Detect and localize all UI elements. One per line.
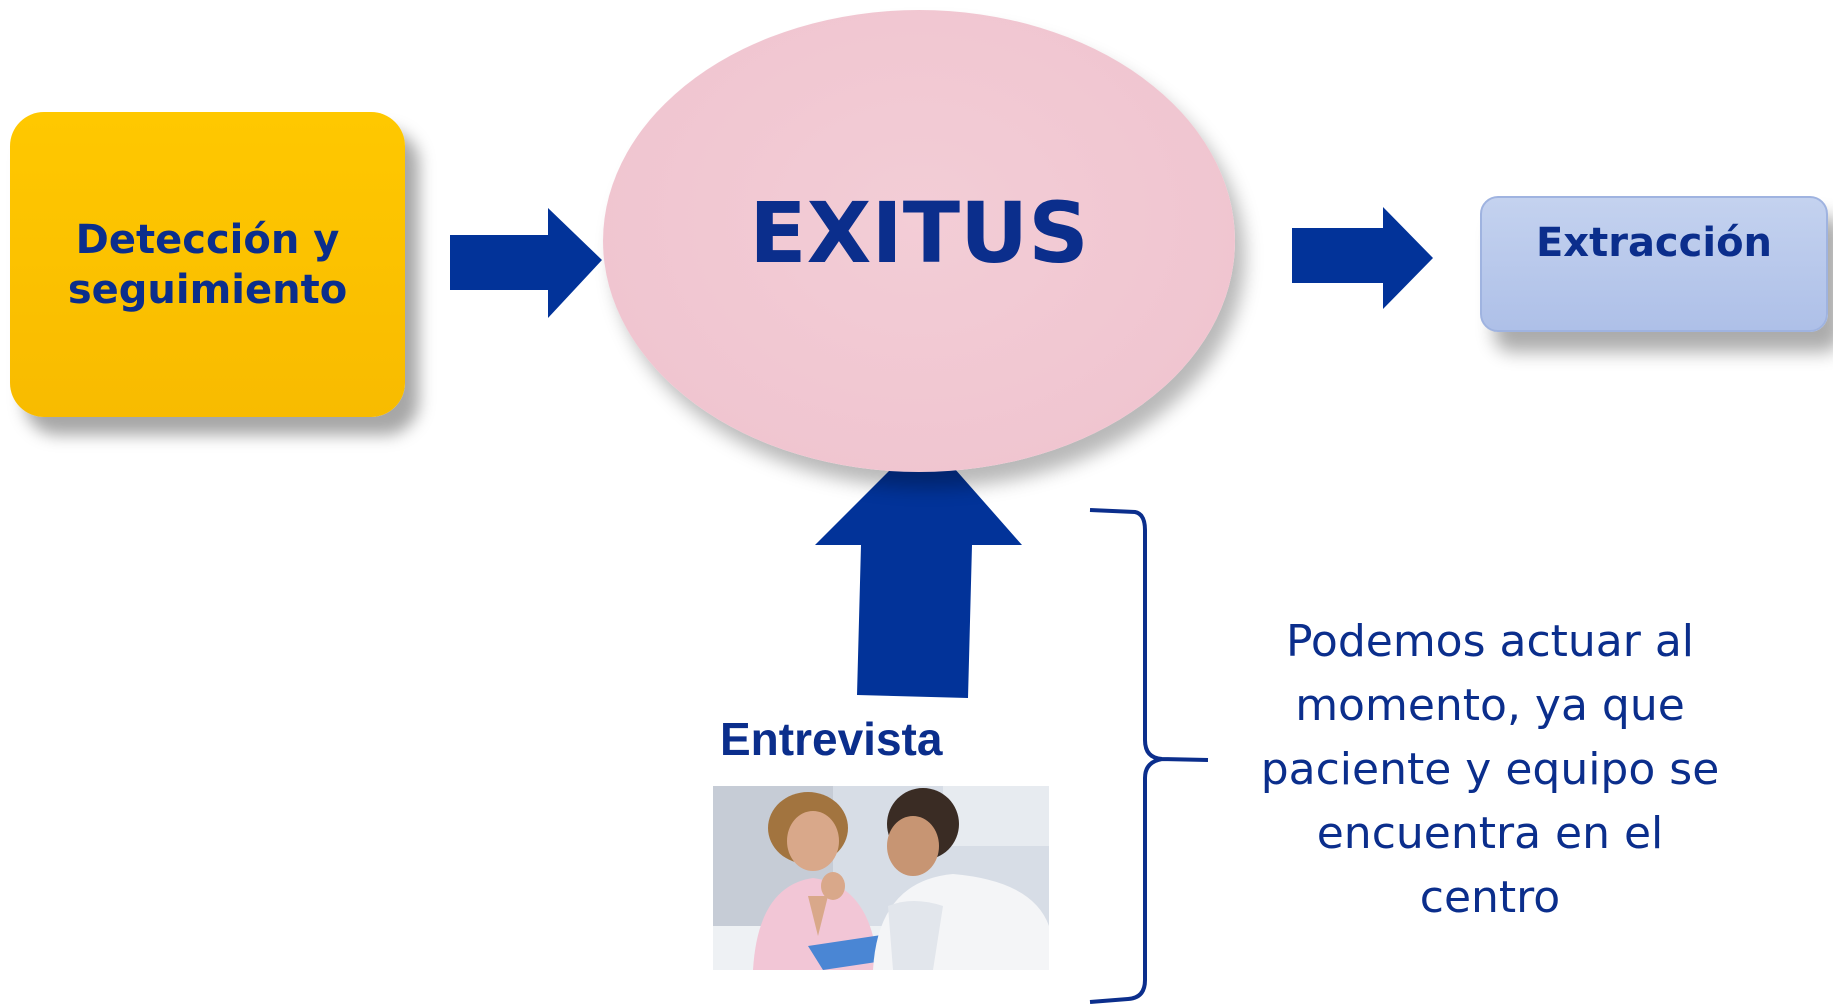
entrevista-label: Entrevista (720, 713, 943, 765)
doctor-patient-interview-photo (713, 786, 1049, 970)
node-deteccion-label: Detección y seguimiento (67, 216, 348, 313)
node-extraccion-label: Extracción (1535, 220, 1773, 266)
arrow-deteccion-to-exitus (450, 208, 602, 318)
node-extraccion: Extracción (1480, 196, 1828, 332)
brace (1089, 508, 1209, 1004)
node-exitus: EXITUS (603, 10, 1235, 472)
node-deteccion-seguimiento: Detección y seguimiento (10, 112, 405, 417)
node-exitus-label: EXITUS (749, 184, 1089, 282)
arrow-exitus-to-extraccion (1292, 207, 1433, 309)
note-text: Podemos actuar al momento, ya que pacien… (1260, 616, 1720, 923)
arrow-entrevista-to-exitus (815, 435, 1022, 698)
